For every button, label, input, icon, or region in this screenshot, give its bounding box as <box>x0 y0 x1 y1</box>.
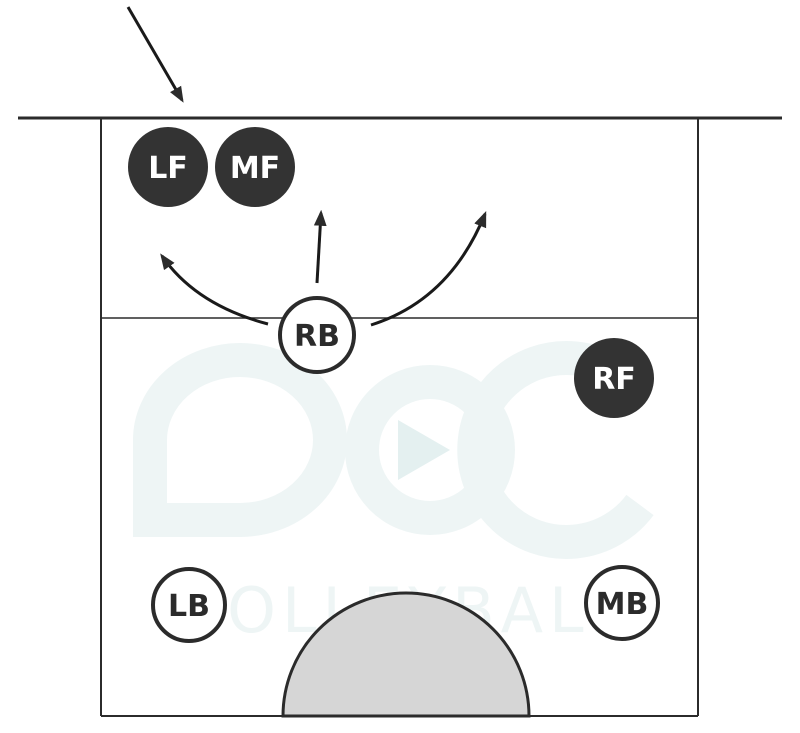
player-rf: RF <box>574 338 654 418</box>
player-lf-label: LF <box>148 151 188 186</box>
player-rb: RB <box>278 296 356 374</box>
player-mf-label: MF <box>230 151 280 186</box>
player-rf-label: RF <box>592 362 636 397</box>
play-icon <box>398 420 450 480</box>
curved-arrow-right-icon <box>370 211 487 327</box>
player-mb-label: MB <box>596 587 649 622</box>
player-lb: LB <box>151 567 227 643</box>
player-lb-label: LB <box>168 589 210 624</box>
curved-arrow-left-icon <box>160 253 269 326</box>
player-rb-label: RB <box>294 319 340 354</box>
arrow-up-icon <box>313 209 327 284</box>
player-mb: MB <box>584 565 660 641</box>
incoming-ball-arrow-icon <box>126 6 184 103</box>
player-mf: MF <box>215 127 295 207</box>
player-lf: LF <box>128 127 208 207</box>
back-semicircle-area <box>281 591 531 718</box>
